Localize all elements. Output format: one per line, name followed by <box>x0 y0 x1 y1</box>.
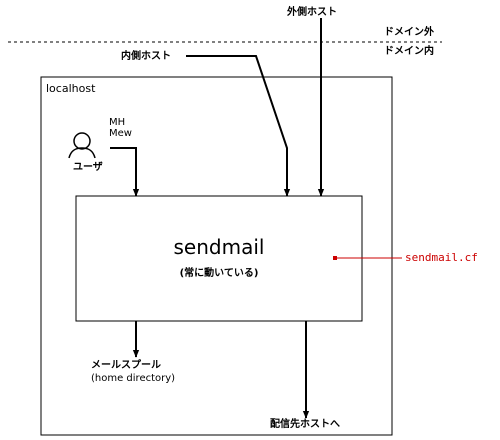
user-icon <box>68 132 96 159</box>
sendmail-box <box>75 195 363 322</box>
user-label: ユーザ <box>73 162 103 173</box>
mail-spool-label: メールスプール <box>91 360 161 371</box>
internal-host-label: 内側ホスト <box>121 51 171 62</box>
home-directory-label: (home directory) <box>91 373 176 384</box>
user-arrow <box>110 147 140 197</box>
domain-inside-label: ドメイン内 <box>384 46 434 57</box>
localhost-label: localhost <box>46 82 96 95</box>
domain-outside-label: ドメイン外 <box>384 27 434 38</box>
mua-mh-label: MH <box>109 117 126 128</box>
config-connector-dot <box>333 256 337 260</box>
external-host-label: 外側ホスト <box>287 7 337 18</box>
sendmail-title: sendmail <box>173 235 265 259</box>
deliver-host-label: 配信先ホストへ <box>270 419 340 430</box>
sendmail-status: (常に動いている) <box>179 268 259 279</box>
internal-host-arrow <box>186 55 291 197</box>
config-file-label: sendmail.cf <box>405 251 478 264</box>
mua-mew-label: Mew <box>109 128 132 139</box>
localhost-box <box>40 76 393 436</box>
